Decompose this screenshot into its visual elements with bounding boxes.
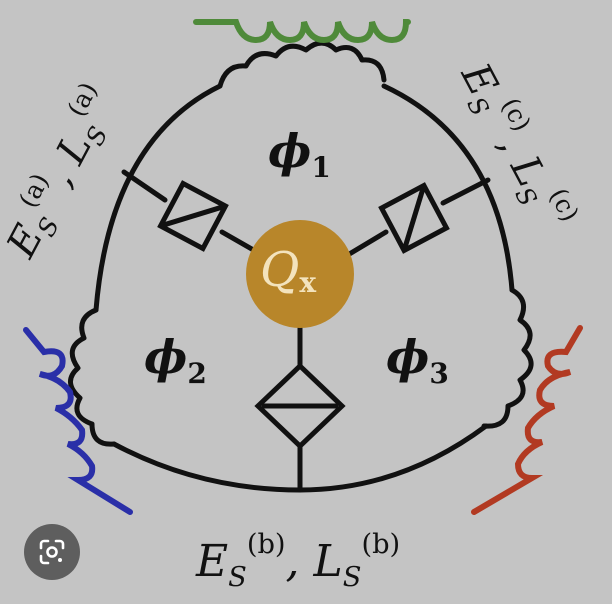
right-red-spring [471, 325, 583, 515]
arc-top-left [93, 83, 223, 313]
arc-top-right [381, 83, 515, 293]
google-lens-icon [39, 539, 65, 565]
center-node-label: Qx [260, 242, 317, 299]
line-left-junction [121, 169, 168, 203]
phi1-label: ϕ1 [268, 124, 331, 184]
left-blue-spring [23, 327, 133, 515]
phi3-label: ϕ3 [386, 330, 449, 390]
top-wiggle-segment [217, 40, 387, 89]
line-right-junction [440, 177, 491, 206]
bottom-diamond-element [254, 362, 346, 450]
line-right-center [343, 229, 389, 259]
right-wiggle-segment [481, 287, 534, 429]
left-wiggle-segment [68, 307, 117, 447]
bottom-energy-label: ES(b), LS(b) [196, 528, 401, 593]
top-green-spring [193, 19, 411, 44]
lens-button[interactable] [24, 524, 80, 580]
left-square-element [157, 180, 229, 252]
phi2-label: ϕ2 [144, 330, 207, 390]
center-node [246, 220, 354, 328]
right-square-element [378, 182, 450, 254]
